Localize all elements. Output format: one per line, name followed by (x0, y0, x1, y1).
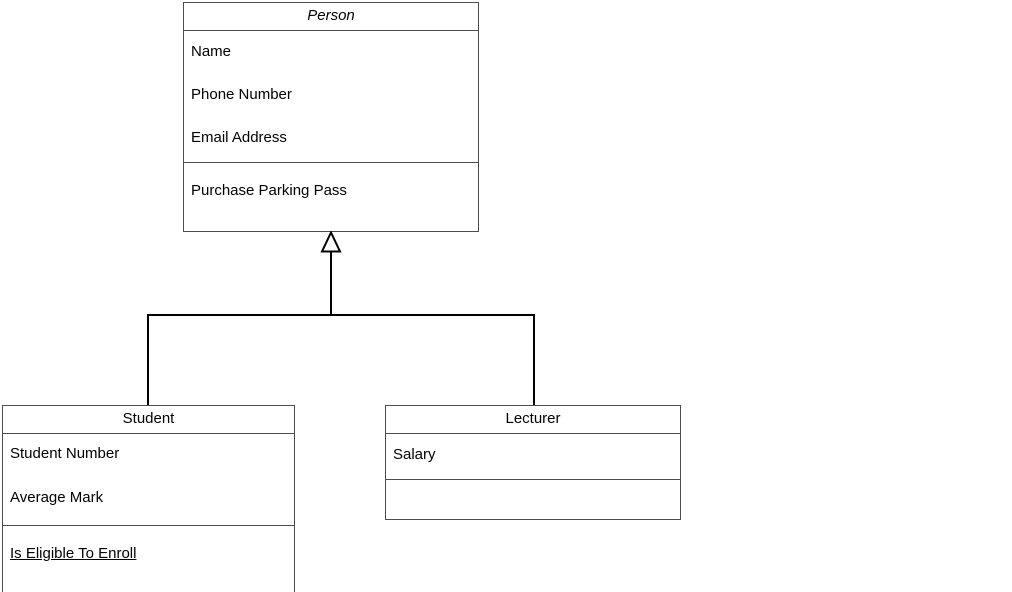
class-name-student: Student (122, 410, 175, 427)
attributes-compartment-student: Student Number Average Mark (3, 433, 294, 525)
generalization-line-student (147, 314, 149, 406)
operations-compartment-person: Purchase Parking Pass (184, 162, 478, 232)
class-name-person: Person (307, 7, 355, 24)
generalization-stem-line (330, 251, 332, 316)
attribute-item: Average Mark (10, 489, 104, 506)
attributes-compartment-person: Name Phone Number Email Address (184, 30, 478, 162)
attribute-item: Salary (393, 446, 436, 463)
attribute-list-lecturer: Salary (386, 445, 680, 464)
generalization-line-lecturer (533, 314, 535, 406)
attribute-item: Email Address (191, 129, 287, 146)
class-box-student[interactable]: Student Student Number Average Mark Is E… (2, 405, 295, 592)
operations-compartment-lecturer (386, 479, 680, 520)
class-box-lecturer[interactable]: Lecturer Salary (385, 405, 681, 520)
operation-list-person: Purchase Parking Pass (184, 181, 478, 200)
inheritance-triangle-icon (320, 231, 342, 253)
operation-item: Is Eligible To Enroll (10, 545, 137, 562)
attribute-list-student: Student Number Average Mark (3, 444, 294, 507)
attribute-list-person: Name Phone Number Email Address (184, 42, 478, 147)
attributes-compartment-lecturer: Salary (386, 433, 680, 479)
operations-compartment-student: Is Eligible To Enroll (3, 525, 294, 592)
operation-item: Purchase Parking Pass (191, 182, 347, 199)
class-name-lecturer: Lecturer (505, 410, 561, 427)
generalization-bus-line (147, 314, 535, 316)
attribute-item: Student Number (10, 445, 120, 462)
operation-list-student: Is Eligible To Enroll (3, 544, 294, 563)
attribute-item: Phone Number (191, 86, 292, 103)
attribute-item: Name (191, 43, 232, 60)
class-box-person[interactable]: Person Name Phone Number Email Address P… (183, 2, 479, 232)
